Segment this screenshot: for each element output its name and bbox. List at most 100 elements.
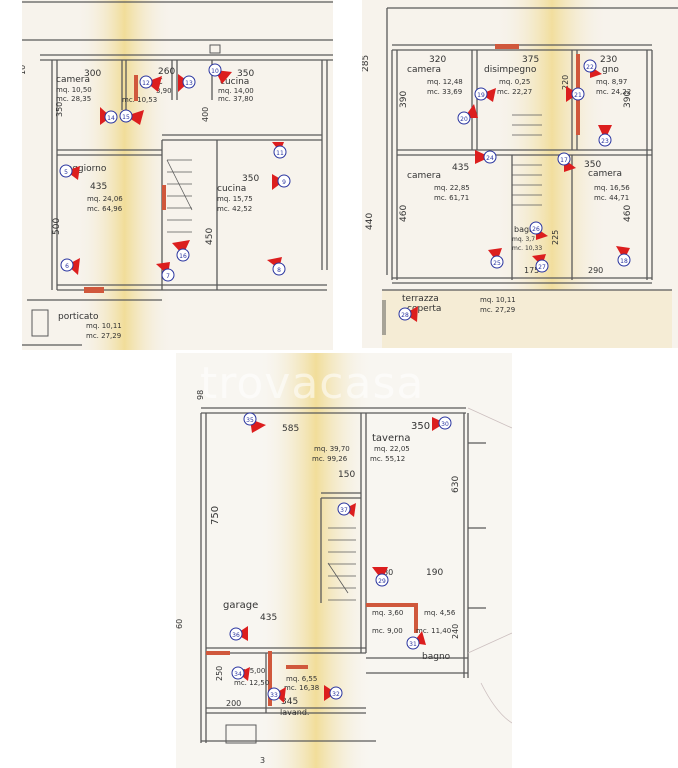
room-bagno-2: bagno <box>514 225 539 234</box>
dim-260: 260 <box>158 67 175 77</box>
porticato-mq: mq. 10,11 <box>86 322 122 330</box>
dim-435: 435 <box>90 182 107 192</box>
lavanderia-mq: mq. 6,55 <box>286 675 317 683</box>
terrazza-mq: mq. 10,11 <box>480 296 516 304</box>
dim-175: 175 <box>524 266 539 275</box>
marker-23[interactable]: 23 <box>598 125 612 147</box>
dim-150: 150 <box>338 470 355 480</box>
svg-text:10: 10 <box>211 68 219 75</box>
terrazza-mc: mc. 27,29 <box>480 306 515 314</box>
marker-30[interactable]: 30 <box>432 416 452 431</box>
marker-37[interactable]: 37 <box>337 502 356 517</box>
marker-12[interactable]: 12 <box>139 75 162 92</box>
dim-220: 220 <box>561 75 570 90</box>
marker-15[interactable]: 15 <box>119 109 144 125</box>
dim-350-side: 350 <box>55 102 64 117</box>
marker-16[interactable]: 16 <box>172 240 190 262</box>
marker-20[interactable]: 20 <box>457 104 478 125</box>
bagno-2-mc: mc. 10,33 <box>512 245 542 252</box>
marker-27[interactable]: 27 <box>532 254 549 273</box>
camera-mc: mc. 28,35 <box>56 95 91 103</box>
dim-460-right: 460 <box>623 205 633 222</box>
svg-text:17: 17 <box>560 157 568 164</box>
dim-290: 290 <box>588 266 603 275</box>
dim-130: 130 <box>378 568 393 577</box>
svg-text:18: 18 <box>620 258 628 265</box>
dim-500: 500 <box>52 218 62 235</box>
room-camera-2: camera <box>407 171 441 181</box>
marker-22[interactable]: 22 <box>583 59 602 78</box>
marker-21[interactable]: 21 <box>566 86 585 102</box>
svg-text:23: 23 <box>601 138 609 145</box>
marker-10[interactable]: 10 <box>208 63 232 84</box>
marker-24[interactable]: 24 <box>475 150 497 164</box>
marker-36[interactable]: 36 <box>229 626 248 641</box>
room-porticato: porticato <box>58 312 99 322</box>
room-soggiorno: soggiorno <box>62 164 107 174</box>
room-camera-3: camera <box>588 169 622 179</box>
first-floor-plan: 285 320 375 230 camera mq. 12,48 mc. 33,… <box>362 0 678 348</box>
marker-32[interactable]: 32 <box>324 685 343 701</box>
dim-350-top: 350 <box>237 69 254 79</box>
svg-text:33: 33 <box>270 692 278 699</box>
dim-460-left: 460 <box>399 205 409 222</box>
marker-34[interactable]: 34 <box>231 666 250 681</box>
c-mc: mc. 12,50 <box>234 679 269 687</box>
marker-6[interactable]: 6 <box>60 258 80 275</box>
camera-2-mc: mc. 61,71 <box>434 194 469 202</box>
dim-98: 98 <box>196 390 205 400</box>
svg-text:8: 8 <box>277 267 281 274</box>
marker-8[interactable]: 8 <box>267 257 286 276</box>
marker-25[interactable]: 25 <box>488 248 504 269</box>
camera-mq: mq. 10,50 <box>56 86 92 94</box>
marker-19[interactable]: 19 <box>474 87 496 102</box>
porticato-mc: mc. 27,29 <box>86 332 121 340</box>
dim-200: 200 <box>226 699 241 708</box>
marker-7[interactable]: 7 <box>156 262 175 282</box>
marker-14[interactable]: 14 <box>100 107 118 125</box>
bagno-mq-2: mq. 4,56 <box>424 609 456 617</box>
marker-33[interactable]: 33 <box>267 687 286 703</box>
marker-9[interactable]: 9 <box>272 174 291 190</box>
marker-29[interactable]: 29 <box>372 567 389 587</box>
dim-450: 450 <box>205 228 215 245</box>
marker-17[interactable]: 17 <box>557 152 576 172</box>
room-camera-1: camera <box>407 65 441 75</box>
dim-300: 300 <box>84 69 101 79</box>
taverna-mc: mc. 55,12 <box>370 455 405 463</box>
marker-5[interactable]: 5 <box>59 164 80 180</box>
svg-text:32: 32 <box>332 691 340 698</box>
marker-13[interactable]: 13 <box>178 74 196 92</box>
taverna-mq: mq. 22,05 <box>374 445 410 453</box>
marker-11[interactable]: 11 <box>272 142 287 159</box>
bagno-2-mq: mq. 3,7 <box>512 236 535 243</box>
lavanderia-mc: mc. 16,38 <box>284 684 319 692</box>
marker-28[interactable]: 28 <box>398 306 418 322</box>
marker-18[interactable]: 18 <box>616 246 631 267</box>
dim-3: 3 <box>260 756 265 765</box>
dim-435: 435 <box>452 163 469 173</box>
room-cucina: cucina <box>217 184 246 194</box>
cucina-small-mc: mc. 37,80 <box>218 95 253 103</box>
svg-text:30: 30 <box>441 421 449 428</box>
dim-side-10: 10 <box>22 65 27 75</box>
bagno-mc-1: mc. 9,00 <box>372 627 403 635</box>
svg-text:14: 14 <box>107 115 115 122</box>
svg-text:11: 11 <box>276 150 284 157</box>
main-mq: mq. 39,70 <box>314 445 350 453</box>
marker-35[interactable]: 35 <box>243 412 266 433</box>
dim-60: 60 <box>176 619 184 629</box>
marker-26[interactable]: 26 <box>529 221 548 240</box>
dim-350: 350 <box>584 160 601 170</box>
svg-text:29: 29 <box>378 578 386 585</box>
room-garage: garage <box>223 600 258 611</box>
bagno-mc-2: mc. 11,40 <box>416 627 451 635</box>
room-camera: camera <box>56 75 90 85</box>
ground-floor-plan: 300 260 350 camera mq. 10,50 mc. 28,35 C… <box>22 0 333 350</box>
soggiorno-mc: mc. 64,96 <box>87 205 123 213</box>
svg-text:35: 35 <box>246 417 254 424</box>
room-bagno-top: gno <box>602 65 619 75</box>
dim-225: 225 <box>551 230 560 245</box>
marker-31[interactable]: 31 <box>406 631 426 650</box>
svg-text:19: 19 <box>477 92 485 99</box>
